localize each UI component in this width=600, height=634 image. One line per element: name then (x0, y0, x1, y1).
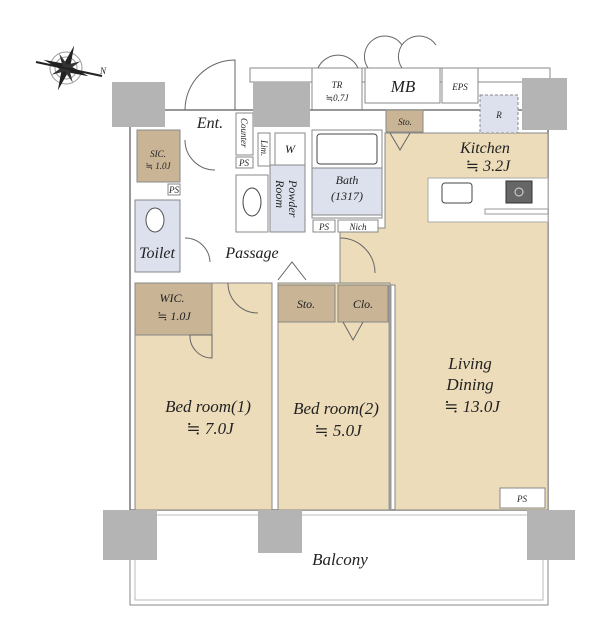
nich-label: Nich (349, 222, 367, 232)
wic-label: WIC. (160, 291, 185, 305)
sic-size-label: ≒ 1.0J (145, 161, 171, 171)
refrigerator-space (479, 94, 519, 134)
sto-top-label: Sto. (398, 117, 412, 127)
bed2-size-label: ≒ 5.0J (314, 421, 363, 440)
counter-label: Counter (239, 118, 249, 148)
powder-room (269, 164, 306, 233)
passage-label: Passage (224, 245, 278, 262)
mb-room (364, 67, 441, 104)
bed1-label: Bed room(1) (165, 397, 251, 416)
bath-size-label: (1317) (331, 189, 363, 203)
compass-icon (35, 45, 103, 91)
wic-size-label: ≒ 1.0J (157, 309, 191, 323)
ps-label: PS (168, 185, 179, 195)
closet (337, 284, 389, 323)
bed2-label: Bed room(2) (293, 399, 379, 418)
ps-label: PS (238, 158, 249, 168)
powder-label: Powder (286, 179, 300, 218)
living-size-label: ≒ 13.0J (444, 397, 501, 416)
balcony-label: Balcony (312, 550, 368, 569)
ps-label: PS (318, 222, 329, 232)
stove-icon (505, 180, 533, 204)
sto-label: Sto. (297, 297, 315, 311)
sink-icon (441, 182, 473, 204)
storage (277, 284, 336, 323)
bath-label: Bath (336, 173, 359, 187)
kitchen-size-label: ≒ 3.2J (466, 158, 511, 175)
tr-label: TR (332, 80, 343, 90)
eps-room (441, 67, 479, 104)
sic-closet (136, 129, 181, 183)
living-label: Living (447, 354, 491, 373)
eps-label: EPS (451, 82, 468, 92)
clo-label: Clo. (353, 297, 373, 311)
kitchen-label: Kitchen (459, 140, 510, 157)
ps-label: PS (516, 494, 527, 504)
ent-label: Ent. (196, 115, 223, 132)
sic-label: SIC. (150, 149, 166, 159)
entrance-door (184, 59, 236, 111)
storage-top (385, 109, 424, 133)
bed1-size-label: ≒ 7.0J (186, 419, 235, 438)
r-label: R (495, 110, 502, 120)
pillars (103, 78, 575, 560)
counter (235, 112, 254, 156)
w-label: W (285, 142, 296, 156)
dining-label: Dining (445, 375, 493, 394)
wic-closet (134, 282, 213, 336)
tr-size-label: ≒0.7J (326, 93, 350, 103)
north-label: N (99, 66, 107, 76)
toilet-label: Toilet (139, 245, 175, 262)
lim-label: Lim. (259, 139, 269, 156)
powder-room-label: Room (273, 179, 287, 208)
mb-label: MB (390, 77, 416, 96)
